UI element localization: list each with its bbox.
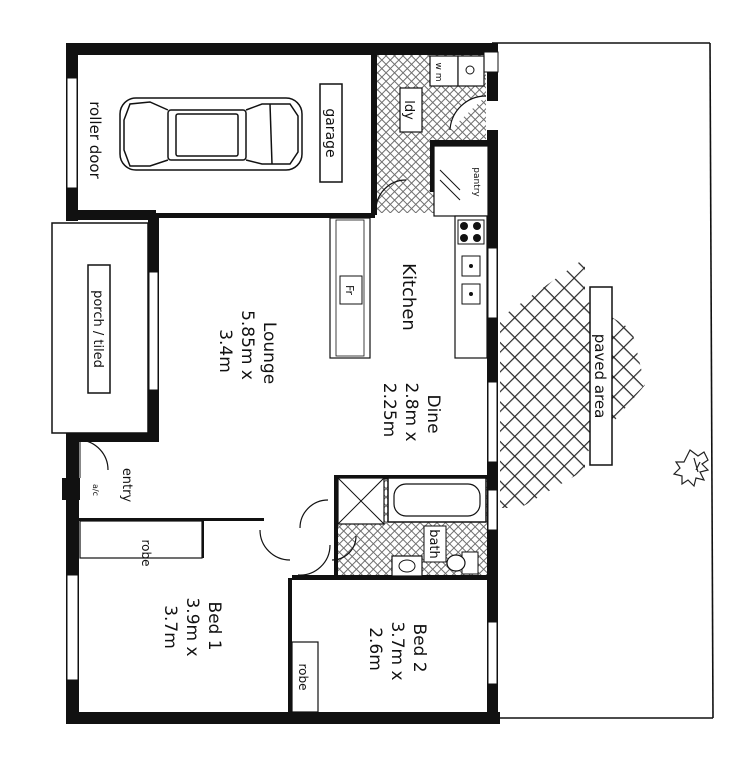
- garage-label-box: [319, 83, 343, 183]
- dine-room: Dine 2.8m x 2.25m: [379, 382, 443, 441]
- hall-doors: [259, 499, 357, 576]
- robe-bed2-label: robe: [296, 663, 310, 690]
- dine-dim-2: 2.25m: [379, 383, 399, 437]
- bath-label: bath: [426, 529, 441, 559]
- paved-area-label-box: [589, 286, 613, 466]
- window-laundry: [483, 51, 499, 73]
- entry-label: entry: [119, 468, 134, 503]
- bed2-dim-1: 3.7m x: [387, 621, 407, 680]
- robe-bed2: [291, 641, 319, 713]
- entry-post: [62, 478, 80, 500]
- entry: entry a/c: [62, 439, 134, 503]
- vanity-icon: [391, 555, 423, 577]
- lounge-name: Lounge: [259, 322, 279, 384]
- kitchen-door-swing: [375, 179, 407, 211]
- ac-label: a/c: [91, 484, 100, 496]
- bed1-name: Bed 1: [204, 601, 224, 650]
- car-icon: [119, 97, 303, 171]
- bath-label-box: [423, 525, 447, 563]
- window-garage: [66, 77, 78, 189]
- island-bench: Fr: [329, 217, 371, 359]
- block-boundary: [492, 42, 714, 719]
- bathroom: bath: [337, 477, 487, 577]
- bed1-dim-2: 3.7m: [160, 605, 180, 649]
- pantry-label: pantry: [471, 167, 481, 197]
- garage-label: garage: [322, 108, 338, 157]
- dine-dim-1: 2.8m x: [401, 382, 421, 441]
- bed2-room: Bed 2 3.7m x 2.6m: [365, 621, 429, 680]
- toilet-icon: [446, 551, 479, 575]
- paved-area: paved area: [500, 258, 645, 508]
- kitchen-bench: [454, 215, 488, 359]
- fridge-label-box: [339, 275, 363, 305]
- washing-machine-icon: [429, 55, 459, 87]
- wm-label: w m: [433, 63, 443, 82]
- bed1-room: Bed 1 3.9m x 3.7m: [160, 597, 224, 656]
- pantry: pantry: [375, 145, 489, 217]
- robe-bed1: [79, 520, 203, 559]
- window-kitchen: [487, 247, 498, 319]
- fridge-label: Fr: [343, 285, 356, 296]
- laundry-tub-icon: [457, 55, 485, 87]
- porch-label: porch / tiled: [90, 290, 105, 368]
- ldy-label-box: [399, 87, 423, 133]
- window-lounge: [148, 271, 159, 391]
- lounge-dim-2: 3.4m: [215, 329, 235, 373]
- lounge-dim-1: 5.85m x: [237, 310, 257, 380]
- laundry-fixtures: w m ldy: [399, 55, 487, 133]
- entry-door-swing: [79, 439, 109, 471]
- window-bed1: [66, 574, 79, 681]
- kitchen-label: Kitchen: [398, 263, 419, 331]
- lounge-room: Lounge 5.85m x 3.4m: [215, 310, 279, 384]
- bed2-name: Bed 2: [409, 623, 429, 672]
- paved-area-label: paved area: [591, 334, 609, 419]
- bed2-dim-2: 2.6m: [365, 627, 385, 671]
- roller-door-label: roller door: [86, 101, 104, 179]
- porch: porch / tiled: [51, 222, 149, 434]
- bed1-dim-1: 3.9m x: [182, 597, 202, 656]
- porch-label-box: [87, 264, 111, 394]
- window-dine: [487, 381, 498, 463]
- shrub-icon: [672, 449, 710, 488]
- dine-name: Dine: [423, 394, 443, 433]
- window-bed2: [487, 621, 498, 685]
- laundry-door: [449, 95, 487, 131]
- ldy-label: ldy: [401, 100, 416, 120]
- robe-bed1-label: robe: [139, 539, 153, 566]
- window-bath: [487, 489, 498, 531]
- windows: [66, 51, 499, 685]
